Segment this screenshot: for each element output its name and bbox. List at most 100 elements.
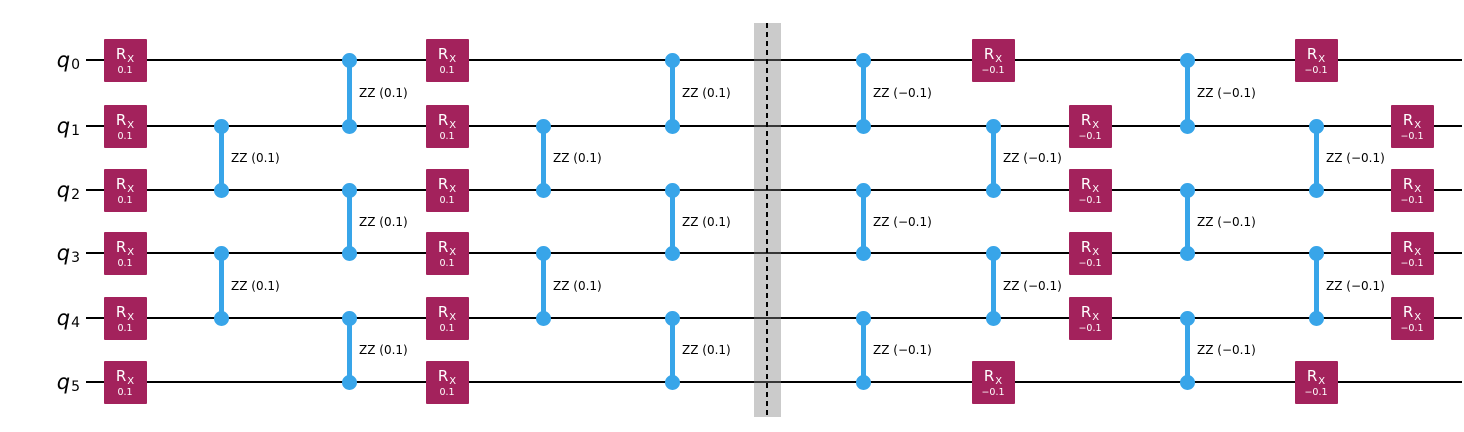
- rx-gate-angle: −0.1: [1078, 258, 1102, 269]
- zz-coupler-dot: [341, 182, 357, 198]
- rx-gate-angle: −0.1: [981, 65, 1005, 76]
- rx-gate-name: R: [437, 367, 449, 385]
- zz-coupler-connector: [990, 253, 996, 318]
- rx-gate-subscript: X: [127, 184, 135, 195]
- rx-gate-subscript: X: [1414, 184, 1422, 195]
- zz-coupler-connector: [1313, 126, 1319, 190]
- zz-coupler-dot: [664, 182, 680, 198]
- zz-angle-label: ZZ (0.1): [682, 214, 731, 229]
- rx-gate-subscript: X: [1092, 184, 1100, 195]
- zz-coupler-connector: [669, 60, 675, 126]
- rx-gate-subscript: X: [1092, 247, 1100, 258]
- qubit-label-subscript: 4: [71, 315, 80, 331]
- zz-coupler-connector: [346, 60, 352, 126]
- zz-coupler-dot: [1308, 245, 1324, 261]
- rx-gate-symbol: RX: [437, 110, 457, 132]
- rx-gate-symbol: RX: [1402, 302, 1421, 324]
- rx-gate-angle: 0.1: [439, 258, 455, 269]
- zz-angle-label: ZZ (0.1): [553, 151, 602, 165]
- qubit-label-subscript: 3: [71, 250, 80, 266]
- rx-gate-angle: −0.1: [1078, 323, 1102, 334]
- zz-angle-label: ZZ (0.1): [231, 151, 280, 165]
- rx-gate-subscript: X: [449, 120, 457, 131]
- zz-angle-label: ZZ (−0.1): [873, 86, 932, 100]
- zz-coupler-dot: [855, 182, 871, 198]
- zz-angle-label: ZZ (−0.1): [1326, 151, 1385, 165]
- rx-gate-symbol: RX: [1403, 237, 1421, 259]
- zz-coupler-dot: [1179, 245, 1195, 261]
- zz-coupler-dot: [985, 310, 1001, 326]
- qubit-label-subscript: 2: [71, 187, 80, 203]
- zz-coupler-connector: [1184, 318, 1190, 382]
- rx-gate-subscript: X: [449, 312, 457, 323]
- rx-gate-name: R: [437, 111, 449, 129]
- rx-gate-angle: 0.1: [117, 195, 133, 206]
- rx-gate-angle: 0.1: [439, 65, 455, 76]
- qubit-label-base: q: [56, 178, 71, 202]
- zz-coupler-dot: [664, 374, 680, 390]
- rx-gate-symbol: RX: [1403, 110, 1421, 132]
- zz-coupler-dot: [664, 310, 680, 326]
- qubit-wire-q1: [86, 125, 1462, 127]
- zz-coupler-dot: [855, 118, 871, 134]
- zz-angle-label: ZZ (0.1): [682, 86, 731, 100]
- rx-gate-subscript: X: [1318, 376, 1326, 387]
- rx-gate-subscript: X: [127, 120, 135, 131]
- rx-gate-name: R: [1306, 45, 1318, 63]
- zz-angle-label: ZZ (−0.1): [1197, 214, 1256, 229]
- rx-gate-symbol: RX: [116, 110, 135, 132]
- zz-coupler-dot: [855, 374, 871, 390]
- rx-gate-name: R: [437, 45, 449, 63]
- rx-gate: RX−0.1: [1068, 296, 1112, 340]
- rx-gate-name: R: [115, 45, 127, 63]
- rx-gate-name: R: [1402, 303, 1414, 321]
- rx-gate: RX−0.1: [1390, 168, 1434, 212]
- qubit-label-subscript: 0: [71, 57, 80, 73]
- zz-coupler-dot: [985, 245, 1001, 261]
- rx-gate-subscript: X: [449, 247, 457, 258]
- zz-coupler-connector: [990, 126, 996, 190]
- zz-angle-label: ZZ (−0.1): [1003, 278, 1062, 293]
- rx-gate-subscript: X: [1092, 120, 1100, 131]
- zz-angle-label: ZZ (−0.1): [1197, 343, 1256, 357]
- zz-coupler-connector: [1184, 60, 1190, 126]
- zz-angle-label: ZZ (0.1): [553, 278, 602, 293]
- rx-gate: RX−0.1: [971, 360, 1015, 404]
- rx-gate-subscript: X: [449, 184, 457, 195]
- rx-gate-symbol: RX: [437, 366, 457, 388]
- rx-gate-name: R: [1402, 175, 1414, 193]
- rx-gate-subscript: X: [1318, 54, 1326, 65]
- zz-coupler-dot: [1179, 52, 1195, 68]
- zz-angle-label: ZZ (−0.1): [873, 343, 932, 357]
- rx-gate-angle: −0.1: [1078, 131, 1102, 142]
- zz-angle-label: ZZ (0.1): [359, 86, 408, 100]
- zz-coupler-connector: [218, 126, 224, 190]
- rx-gate-angle: 0.1: [439, 323, 455, 334]
- zz-coupler-connector: [540, 126, 546, 190]
- rx-gate-name: R: [983, 45, 995, 63]
- rx-gate-name: R: [983, 367, 995, 385]
- zz-coupler-dot: [664, 245, 680, 261]
- rx-gate-name: R: [437, 238, 449, 256]
- rx-gate: RX−0.1: [1294, 360, 1338, 404]
- rx-gate-symbol: RX: [116, 366, 135, 388]
- rx-gate-angle: 0.1: [117, 323, 133, 334]
- zz-coupler-dot: [1179, 374, 1195, 390]
- zz-coupler-dot: [855, 52, 871, 68]
- zz-coupler-dot: [855, 245, 871, 261]
- rx-gate-subscript: X: [449, 376, 457, 387]
- qubit-label-base: q: [56, 306, 71, 330]
- rx-gate-subscript: X: [127, 376, 135, 387]
- rx-gate-angle: 0.1: [117, 131, 133, 142]
